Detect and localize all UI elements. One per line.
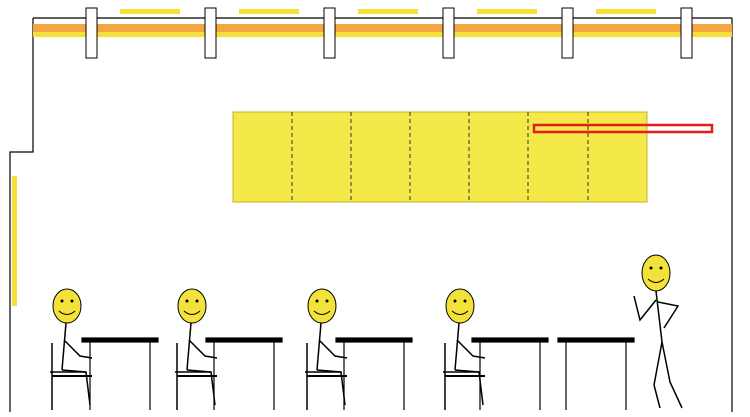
window-post — [85, 7, 98, 59]
ceiling-windows — [33, 9, 732, 37]
smiley-face-icon — [177, 288, 207, 324]
highlight-bar — [532, 123, 714, 134]
smiley-face-icon — [641, 254, 671, 292]
seated-student — [443, 288, 486, 410]
window-post — [323, 7, 336, 59]
window-unit — [335, 9, 443, 37]
side-wall-strip — [12, 176, 17, 306]
desks — [81, 337, 635, 410]
window-unit — [692, 24, 732, 37]
seated-student — [50, 288, 93, 410]
window-unit — [216, 9, 324, 37]
room-walls — [9, 17, 733, 412]
smiley-face-icon — [52, 288, 82, 324]
window-unit — [573, 9, 681, 37]
window-unit — [33, 24, 86, 37]
window-post — [561, 7, 574, 59]
board-surface — [232, 111, 648, 203]
smiley-face-icon — [307, 288, 337, 324]
desk — [205, 337, 283, 410]
window-post — [204, 7, 217, 59]
desk — [471, 337, 549, 410]
smiley-face-icon — [445, 288, 475, 324]
desk — [81, 337, 159, 410]
students — [50, 288, 486, 410]
window-unit — [454, 9, 562, 37]
board-dividers — [291, 112, 589, 202]
seated-student — [175, 288, 218, 410]
standing-teacher — [633, 254, 683, 409]
seated-student — [305, 288, 348, 410]
window-post — [442, 7, 455, 59]
window-posts — [85, 7, 693, 59]
desk — [557, 337, 635, 410]
desk — [335, 337, 413, 410]
left-wall — [9, 18, 34, 412]
window-unit — [97, 9, 205, 37]
board — [232, 111, 714, 203]
window-post — [680, 7, 693, 59]
